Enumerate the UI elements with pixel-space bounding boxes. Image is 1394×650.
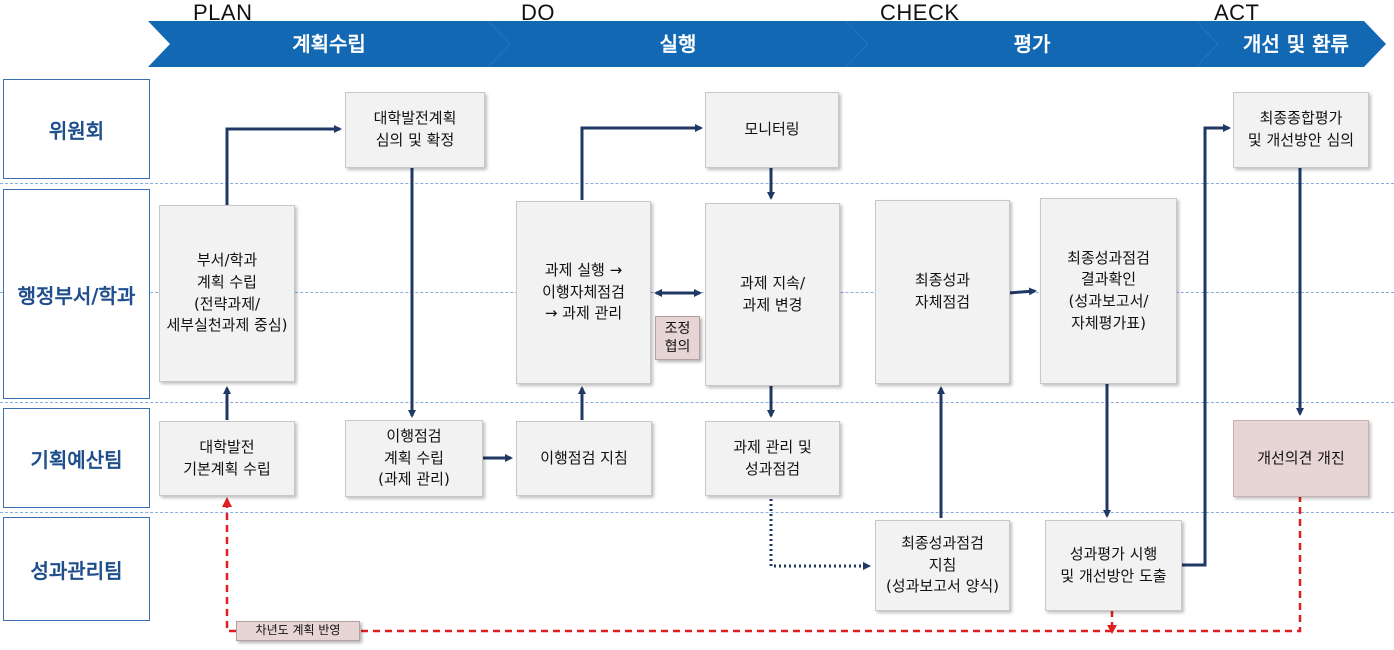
arrow-exec-to-monitoring (580, 124, 703, 200)
box-final-check-guide: 최종성과점검 지침 (성과보고서 양식) (875, 520, 1010, 611)
box-final-result-confirm: 최종성과점검 결과확인 (성과보고서/ 자체평가표) (1040, 198, 1177, 384)
box-impl-check-plan: 이행점검 계획 수립 (과제 관리) (345, 420, 483, 497)
box-univ-plan-review: 대학발전계획 심의 및 확정 (345, 92, 485, 168)
chevron-check-title: 평가 (1013, 32, 1051, 56)
arrow-mgmt-to-finalguide (769, 494, 871, 570)
box-task-mgmt-check: 과제 관리 및 성과점검 (705, 421, 840, 496)
arrow-dept-to-review (225, 125, 342, 205)
box-final-self-check: 최종성과 자체점검 (875, 200, 1010, 384)
box-dept-plan: 부서/학과 계획 수립 (전략과제/ 세부실천과제 중심) (159, 205, 295, 382)
arrow-selfcheck-to-confirm (1007, 287, 1037, 296)
box-univ-basic-plan: 대학발전 기본계획 수립 (159, 421, 295, 496)
feedback-eval-arrowhead (1107, 625, 1117, 634)
chevron-do-title: 실행 (659, 32, 697, 56)
row-label-planning: 기획예산팀 (3, 408, 150, 508)
box-improvement: 개선의견 개진 (1233, 420, 1369, 497)
arrow-eval-to-finalreview (1180, 124, 1231, 567)
box-final-review: 최종종합평가 및 개선방안 심의 (1233, 92, 1369, 168)
phase-label-plan: PLAN (193, 0, 253, 25)
phase-label-act: ACT (1214, 0, 1260, 25)
chevron-act: 개선 및 환류 (1196, 21, 1386, 67)
row-label-performance: 성과관리팀 (3, 517, 150, 621)
chevron-plan-title: 계획수립 (292, 32, 366, 56)
row-divider (0, 512, 1394, 513)
phase-label-check: CHECK (880, 0, 960, 25)
chevron-check: 평가 (846, 21, 1218, 67)
phase-label-do: DO (521, 0, 555, 25)
row-divider (0, 183, 1394, 184)
box-monitoring: 모니터링 (705, 92, 839, 168)
chevron-do: 실행 (488, 21, 868, 67)
note-coordination: 조정 협의 (655, 316, 700, 360)
row-label-committee: 위원회 (3, 79, 150, 179)
row-label-admin: 행정부서/학과 (3, 189, 150, 399)
box-impl-check-guide: 이행점검 지침 (516, 421, 652, 496)
box-task-change: 과제 지속/ 과제 변경 (705, 203, 840, 386)
row-divider (0, 402, 1394, 403)
box-task-exec: 과제 실행 → 이행자체점검 → 과제 관리 (516, 201, 651, 384)
feedback-loop-line (222, 495, 1302, 633)
chevron-plan: 계획수립 (148, 21, 510, 67)
box-eval-exec: 성과평가 시행 및 개선방안 도출 (1045, 520, 1182, 611)
chevron-act-title: 개선 및 환류 (1243, 32, 1349, 56)
note-next-year: 차년도 계획 반영 (236, 621, 360, 641)
